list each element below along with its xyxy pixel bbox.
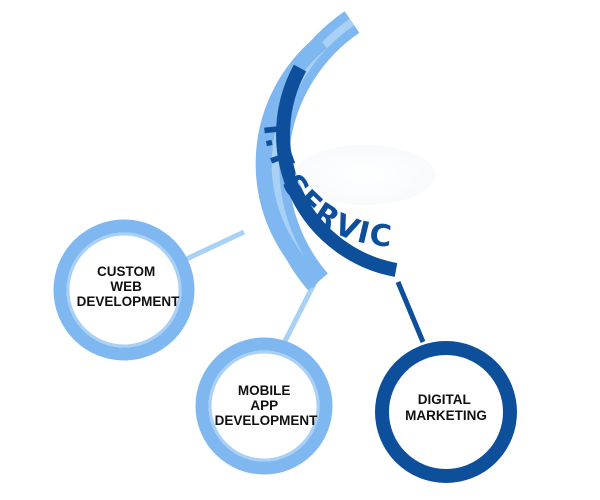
service-custom-web[interactable]: CUSTOM WEB DEVELOPMENT [53, 219, 195, 361]
hub-center-glow [295, 145, 435, 205]
service-mobile-app-inner-ring [208, 350, 320, 462]
service-mobile-app[interactable]: MOBILE APP DEVELOPMENT [195, 337, 333, 475]
label-line: APP [250, 398, 278, 413]
label-line: DIGITAL [418, 392, 471, 407]
label-line: WEB [110, 279, 142, 294]
hub-arcs [255, 11, 435, 291]
label-line: DEVELOPMENT [77, 294, 181, 309]
service-custom-web-ring [53, 219, 195, 361]
service-digital-marketing[interactable]: DIGITAL MARKETING [375, 341, 517, 483]
connector-mobile-app [280, 278, 319, 347]
service-mobile-app-ring [195, 337, 333, 475]
service-mobile-app-label: MOBILE APP DEVELOPMENT [215, 383, 319, 428]
connector-custom-web [178, 229, 246, 265]
service-digital-marketing-label: DIGITAL MARKETING [405, 392, 487, 423]
service-custom-web-inner-ring [66, 232, 182, 348]
label-line: MOBILE [238, 383, 291, 398]
label-line: DEVELOPMENT [215, 413, 319, 428]
connector-digital-marketing [395, 281, 426, 343]
hub-inner-arc [276, 64, 398, 277]
service-custom-web-label: CUSTOM WEB DEVELOPMENT [77, 264, 181, 309]
label-line: CUSTOM [97, 264, 155, 279]
service-digital-marketing-ring [375, 341, 517, 483]
label-line: MARKETING [405, 408, 487, 423]
